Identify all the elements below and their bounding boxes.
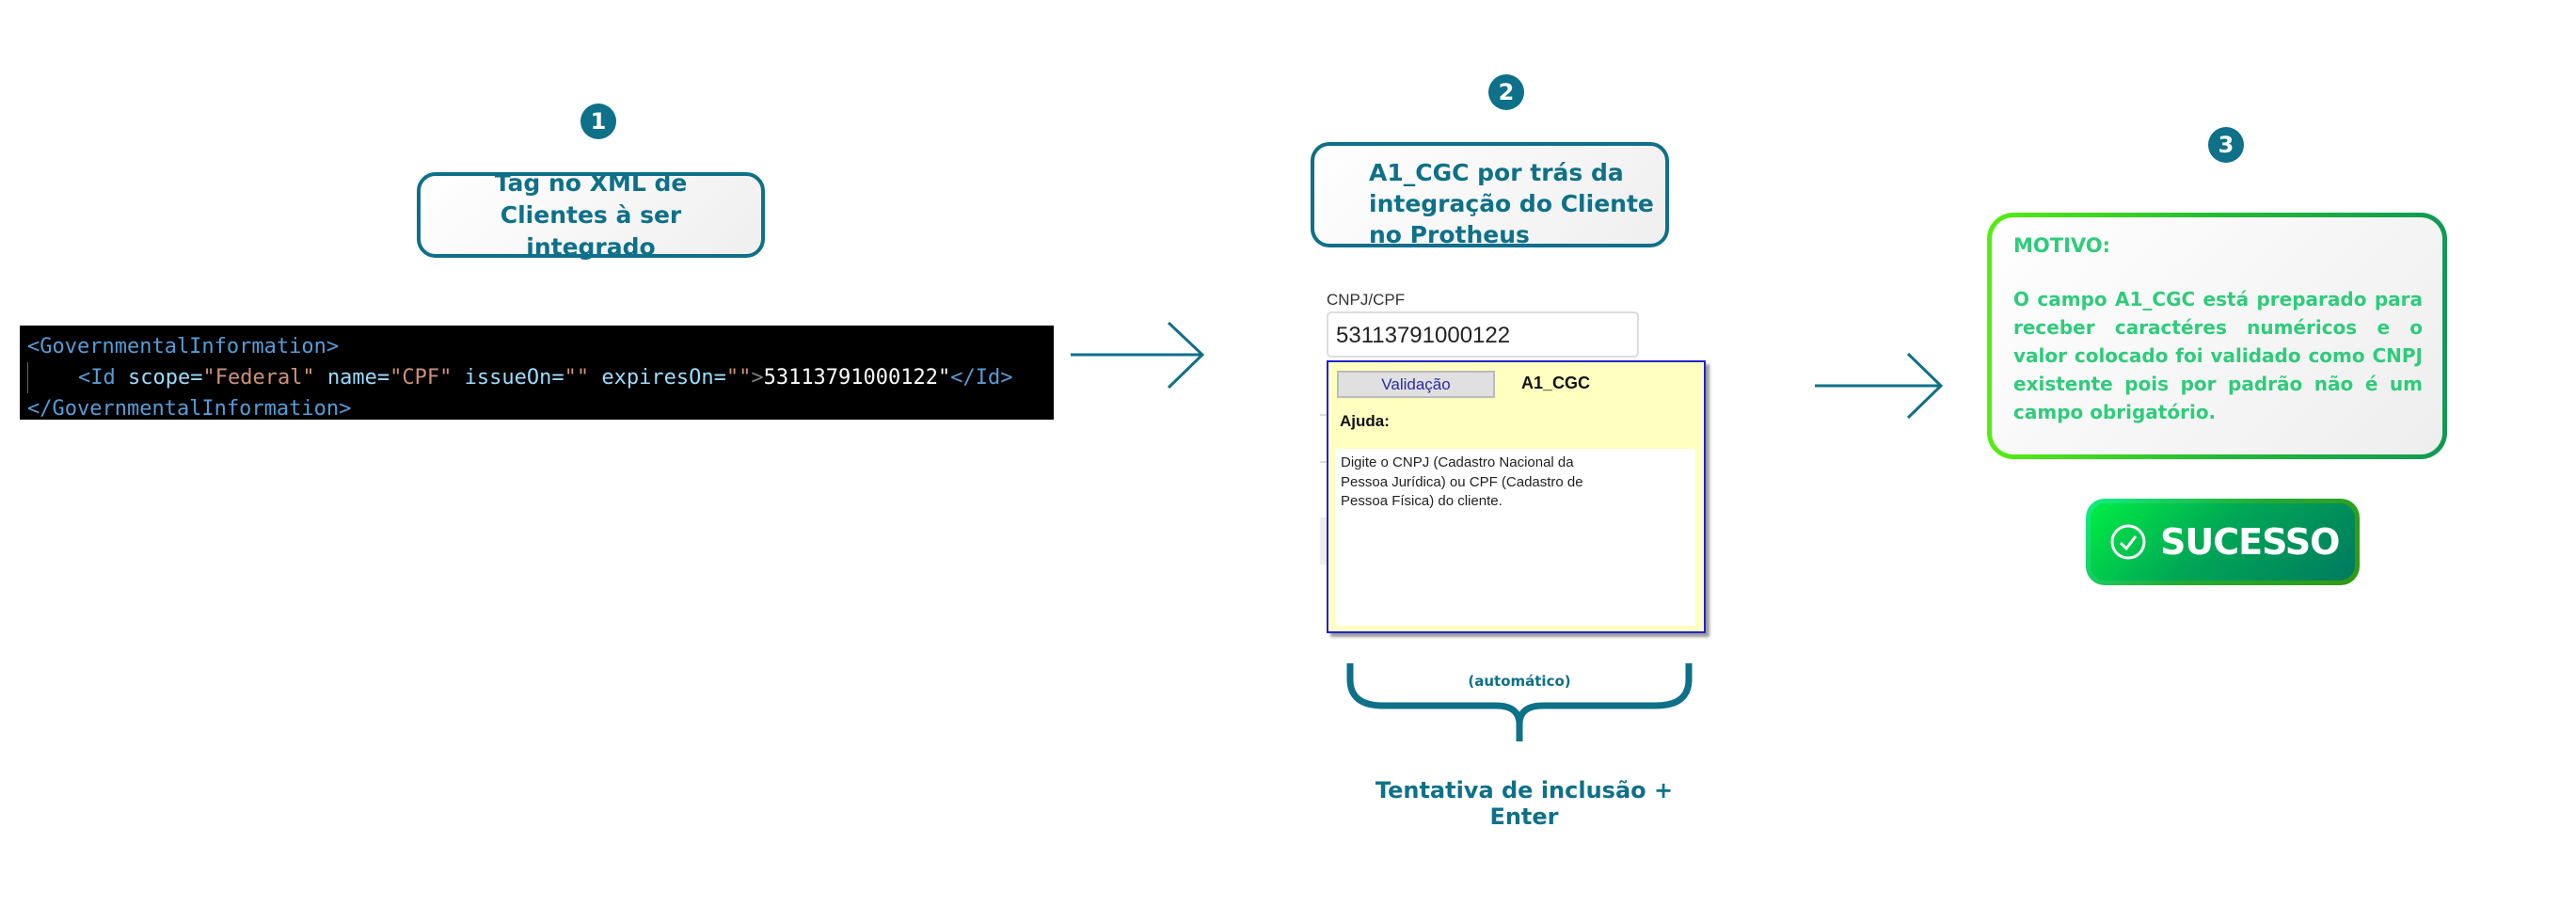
xml-close-tag: </GovernmentalInformation> <box>27 397 352 421</box>
reason-heading: MOTIVO: <box>2013 234 2111 257</box>
help-text: Digite o CNPJ (Cadastro Nacional da Pess… <box>1335 449 1695 626</box>
xml-code-block: <GovernmentalInformation> <Id scope="Fed… <box>20 326 1054 421</box>
step-2-title: A1_CGC por trás da integração do Cliente… <box>1311 142 1669 248</box>
success-label: SUCESSO <box>2160 521 2340 563</box>
arrow-right-icon <box>1815 352 1944 420</box>
xml-id-line: <Id scope="Federal" name="CPF" issueOn="… <box>27 362 1046 393</box>
field-name: A1_CGC <box>1521 374 1591 392</box>
arrow-right-icon <box>1071 321 1205 390</box>
caption: Tentativa de inclusão + Enter <box>1375 777 1674 830</box>
cnpj-cpf-input[interactable]: 53113791000122 <box>1327 311 1639 358</box>
brace-label: (automático) <box>1468 673 1571 690</box>
reason-box: MOTIVO: O campo A1_CGC está preparado pa… <box>1987 213 2447 459</box>
xml-open-tag: <GovernmentalInformation> <box>27 335 340 358</box>
cnpj-cpf-label: CNPJ/CPF <box>1327 291 1406 309</box>
step-2-badge: 2 <box>1488 74 1524 110</box>
validation-button[interactable]: Validação <box>1337 371 1495 398</box>
step-1-badge: 1 <box>580 103 616 139</box>
help-popup: Validação A1_CGC Ajuda: Digite o CNPJ (C… <box>1327 360 1706 633</box>
success-badge: SUCESSO <box>2086 499 2360 585</box>
step-1-title: Tag no XML de Clientes à ser integrado <box>417 169 765 261</box>
reason-text: O campo A1_CGC está preparado para receb… <box>2013 288 2423 423</box>
help-label: Ajuda: <box>1340 412 1390 430</box>
check-circle-icon <box>2110 524 2146 560</box>
brace-icon <box>1346 663 1693 741</box>
step-3-badge: 3 <box>2208 127 2244 163</box>
